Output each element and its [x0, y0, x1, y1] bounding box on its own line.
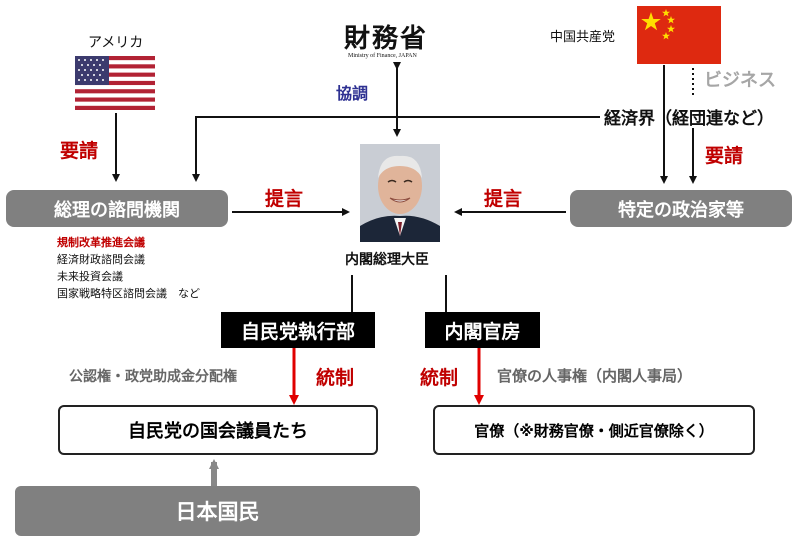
cabinet-sec-box: 内閣官房	[425, 312, 540, 348]
keizaikai-to-council-arrow	[192, 116, 600, 182]
china-label: 中国共産党	[550, 30, 616, 45]
politicians-box: 特定の政治家等	[570, 190, 792, 227]
citizens-box: 日本国民	[15, 486, 420, 536]
council-box: 総理の諮問機関	[6, 190, 228, 227]
usa-label: アメリカ	[88, 35, 144, 51]
yosei-right-label: 要請	[705, 145, 744, 167]
council-item-2: 経済財政諮問会議	[57, 253, 145, 266]
kyocho-label: 協調	[336, 84, 369, 103]
keizaikai-label: 経済界（経団連など）	[604, 109, 774, 129]
cabinet-sec-label: 内閣官房	[444, 320, 521, 343]
council-item-3: 未来投資会議	[57, 270, 123, 283]
mof-title: 財務省	[344, 24, 429, 54]
mof-subtitle: Ministry of Finance, JAPAN	[348, 53, 417, 59]
council-label: 総理の諮問機関	[54, 199, 180, 221]
council-item-1: 規制改革推進会議	[57, 236, 145, 249]
usa-flag-icon	[75, 56, 155, 110]
left-power-label: 公認権・政党助成金分配権	[69, 369, 237, 385]
citizens-label: 日本国民	[175, 500, 260, 524]
tosei-left-label: 統制	[316, 367, 355, 389]
bureaucrats-box: 官僚（※財務官僚・側近官僚除く）	[433, 405, 755, 455]
right-power-label: 官僚の人事権（内閣人事局）	[497, 367, 693, 385]
teigen-left-label: 提言	[265, 188, 304, 210]
teigen-right-label: 提言	[484, 188, 523, 210]
ldp-exec-label: 自民党執行部	[240, 320, 355, 343]
bureaucrats-label: 官僚（※財務官僚・側近官僚除く）	[474, 421, 714, 440]
politicians-label: 特定の政治家等	[618, 199, 744, 221]
china-flag-icon	[637, 6, 721, 64]
council-item-4: 国家戦略特区諮問会議 など	[57, 287, 200, 300]
ldp-exec-box: 自民党執行部	[221, 312, 375, 348]
prime-minister-photo	[360, 144, 440, 242]
business-label: ビジネス	[704, 70, 776, 91]
yosei-left-label: 要請	[60, 140, 99, 162]
pm-label: 内閣総理大臣	[345, 252, 429, 268]
tosei-right-label: 統制	[420, 367, 459, 389]
ldp-members-label: 自民党の国会議員たち	[128, 421, 308, 442]
ldp-members-box: 自民党の国会議員たち	[58, 405, 378, 455]
